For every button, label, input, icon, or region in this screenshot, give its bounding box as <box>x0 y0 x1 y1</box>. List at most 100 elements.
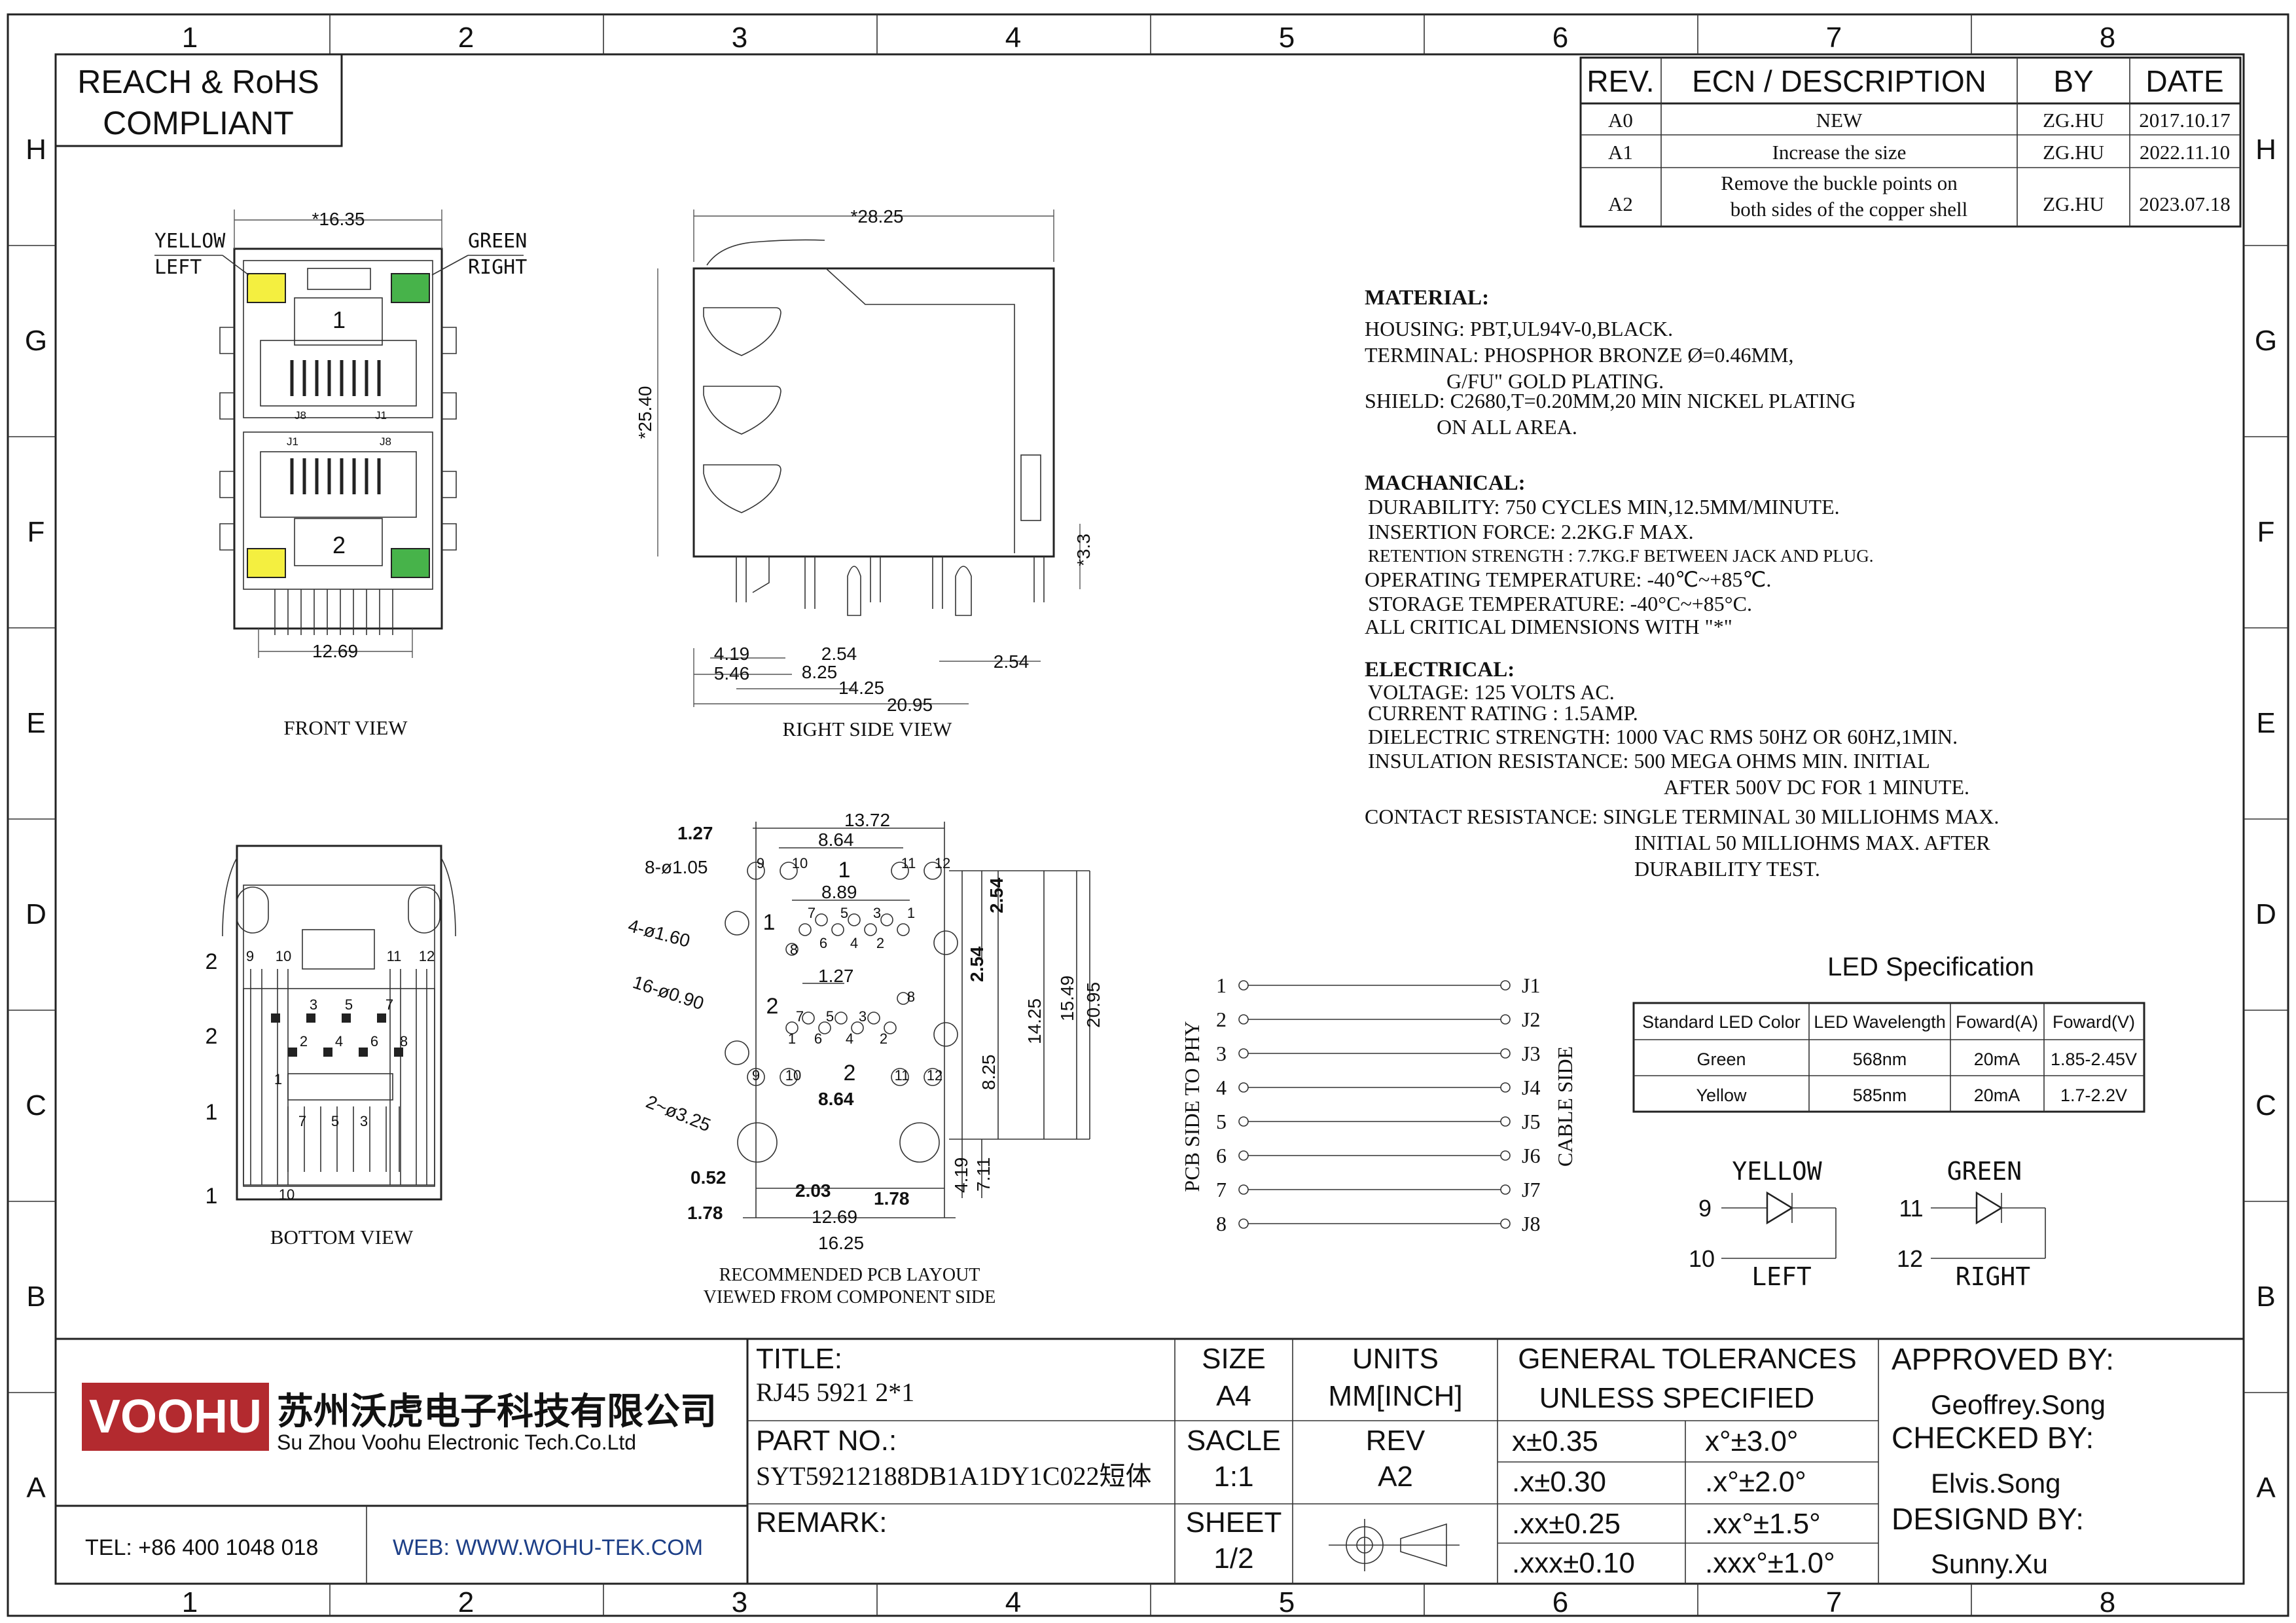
part-label: PART NO.: <box>756 1425 897 1457</box>
bottom-side-label-2a: 2 <box>206 949 218 974</box>
pcb-dim-4-dia160: 4-ø1.60 <box>626 915 692 951</box>
pcb-dim-178-b: 1.78 <box>687 1203 723 1223</box>
rev-header-rev: REV. <box>1587 64 1654 98</box>
led-diagram-yellow: YELLOW 9 10 LEFT <box>1689 1157 1837 1291</box>
bottom-side-label-1b: 1 <box>206 1184 218 1209</box>
led-diagram-green-name: GREEN <box>1947 1157 2022 1186</box>
pcb-dim-127-b: 1.27 <box>818 966 854 986</box>
remark-label: REMARK: <box>756 1506 887 1539</box>
zone-row-g: G <box>25 325 47 357</box>
led-yellow-wavelength: 585nm <box>1853 1085 1907 1105</box>
right-label: RIGHT <box>468 256 527 279</box>
company-logo: VOOHU <box>89 1391 262 1443</box>
jack-j8: J8 <box>1522 1212 1540 1235</box>
pcb-dim-203: 2.03 <box>795 1180 831 1201</box>
sheet-value: 1/2 <box>1213 1542 1253 1575</box>
pcb-row-label-1: 1 <box>763 910 776 935</box>
pcb-dim-1269: 12.69 <box>812 1207 857 1227</box>
pin-3: 3 <box>1216 1042 1227 1065</box>
side-dim-254b: 2.54 <box>994 651 1030 672</box>
bottom-pin-10: 10 <box>276 948 291 964</box>
pcb-dim-2095: 20.95 <box>1083 982 1103 1028</box>
pcb-dim-1549: 15.49 <box>1057 976 1077 1021</box>
mechanical-line-4: OPERATING TEMPERATURE: -40℃~+85℃. <box>1365 568 1771 591</box>
mechanical-line-2: INSERTION FORCE: 2.2KG.F MAX. <box>1368 520 1694 543</box>
jack-j1: J1 <box>1522 974 1540 997</box>
pcb-dim-864-b: 8.64 <box>818 1089 854 1109</box>
tolerance-title-1: GENERAL TOLERANCES <box>1518 1343 1857 1375</box>
material-line-2: TERMINAL: PHOSPHOR BRONZE Ø=0.46MM, <box>1365 343 1793 367</box>
pin-label-j1-top: J1 <box>375 409 387 422</box>
led-yellow-pin-9: 9 <box>1698 1195 1712 1222</box>
bottom-pin-3: 3 <box>310 996 317 1013</box>
led-diagram-yellow-side: LEFT <box>1751 1262 1812 1291</box>
material-line-1: HOUSING: PBT,UL94V-0,BLACK. <box>1365 317 1673 340</box>
jack-j4: J4 <box>1522 1076 1540 1099</box>
pcb-port-1: 1 <box>838 858 851 883</box>
rev-header-desc: ECN / DESCRIPTION <box>1692 64 1986 98</box>
company-name-en: Su Zhou Voohu Electronic Tech.Co.Ltd <box>277 1431 636 1454</box>
zone-row-h: H <box>26 134 46 166</box>
compliance-line-1: REACH & RoHS <box>77 64 319 100</box>
front-shell <box>233 247 443 630</box>
front-view: 1 2 J8 J1 J1 J8 YELLOW LEFT GREEN RIGHT … <box>154 209 527 739</box>
zone-row-a-right: A <box>2256 1472 2276 1504</box>
rev-a2-desc-1: Remove the buckle points on <box>1721 172 1958 194</box>
pcb-dim-864: 8.64 <box>818 830 854 850</box>
led-yellow-color: Yellow <box>1696 1085 1747 1105</box>
company-name-cn: 苏州沃虎电子科技有限公司 <box>277 1391 717 1432</box>
pin-4: 4 <box>1216 1076 1227 1099</box>
material-line-4: SHIELD: C2680,T=0.20MM,20 MIN NICKEL PLA… <box>1365 389 1856 412</box>
size-value: A4 <box>1216 1380 1251 1412</box>
pcb-pin-2: 2 <box>876 935 884 951</box>
checked-value: Elvis.Song <box>1931 1468 2060 1499</box>
mechanical-line-1: DURABILITY: 750 CYCLES MIN,12.5MM/MINUTE… <box>1368 495 1840 519</box>
pcb-pin-10-b: 10 <box>785 1067 801 1084</box>
led-yellow-bottom <box>247 548 286 578</box>
electrical-heading: ELECTRICAL: <box>1365 658 1515 682</box>
zone-col-7: 7 <box>1826 22 1842 54</box>
rev-header-by: BY <box>2053 64 2093 98</box>
pcb-dim-127: 1.27 <box>677 823 713 843</box>
bottom-pin-12: 12 <box>419 948 435 964</box>
bottom-view-caption: BOTTOM VIEW <box>270 1226 414 1249</box>
rev-a2-date: 2023.07.18 <box>2139 192 2231 215</box>
electrical-line-3: DIELECTRIC STRENGTH: 1000 VAC RMS 50HZ O… <box>1368 725 1958 748</box>
green-label: GREEN <box>468 230 527 253</box>
led-col-wavelength: LED Wavelength <box>1814 1012 1946 1032</box>
led-col-forward-a: Foward(A) <box>1956 1012 2038 1032</box>
rev-value: A2 <box>1378 1461 1413 1493</box>
material-section: MATERIAL: HOUSING: PBT,UL94V-0,BLACK. TE… <box>1365 286 1856 439</box>
material-line-3: G/FU" GOLD PLATING. <box>1446 369 1664 393</box>
size-label: SIZE <box>1202 1343 1266 1375</box>
zone-row-e-right: E <box>2256 707 2275 739</box>
front-pin-dim: 12.69 <box>312 641 358 661</box>
zone-row-c: C <box>26 1089 46 1122</box>
pcb-pin-12: 12 <box>935 855 950 871</box>
side-dim-825: 8.25 <box>802 662 838 682</box>
zone-row-c-right: C <box>2255 1089 2276 1122</box>
mechanical-section: MACHANICAL: DURABILITY: 750 CYCLES MIN,1… <box>1365 471 1873 638</box>
contacts-top <box>290 360 381 396</box>
electrical-line-2: CURRENT RATING : 1.5AMP. <box>1368 701 1638 725</box>
rev-label: REV <box>1366 1425 1426 1457</box>
zone-row-f: F <box>27 516 45 548</box>
pin-7: 7 <box>1216 1178 1227 1201</box>
contacts-bottom <box>290 458 381 494</box>
zone-col-6-bottom: 6 <box>1552 1586 1568 1618</box>
rev-a0-by: ZG.HU <box>2043 109 2104 132</box>
pin-1: 1 <box>1216 974 1227 997</box>
bottom-pin-1: 1 <box>274 1071 282 1087</box>
zone-col-5: 5 <box>1279 22 1295 54</box>
rev-a0-desc: NEW <box>1816 109 1863 132</box>
pcb-dim-8-dia105: 8-ø1.05 <box>645 857 708 877</box>
led-spec-table: LED Specification Standard LED Color LED… <box>1632 953 2145 1113</box>
jack-j2: J2 <box>1522 1008 1540 1031</box>
zone-col-1-bottom: 1 <box>182 1586 198 1618</box>
zone-col-4: 4 <box>1005 22 1021 54</box>
front-width-dim: *16.35 <box>312 209 365 229</box>
pcb-pin-3-b: 3 <box>859 1008 867 1025</box>
pcb-pin-5: 5 <box>840 905 848 921</box>
pcb-dim-419: 4.19 <box>951 1158 971 1194</box>
pin-label-j8-bottom: J8 <box>380 435 391 448</box>
